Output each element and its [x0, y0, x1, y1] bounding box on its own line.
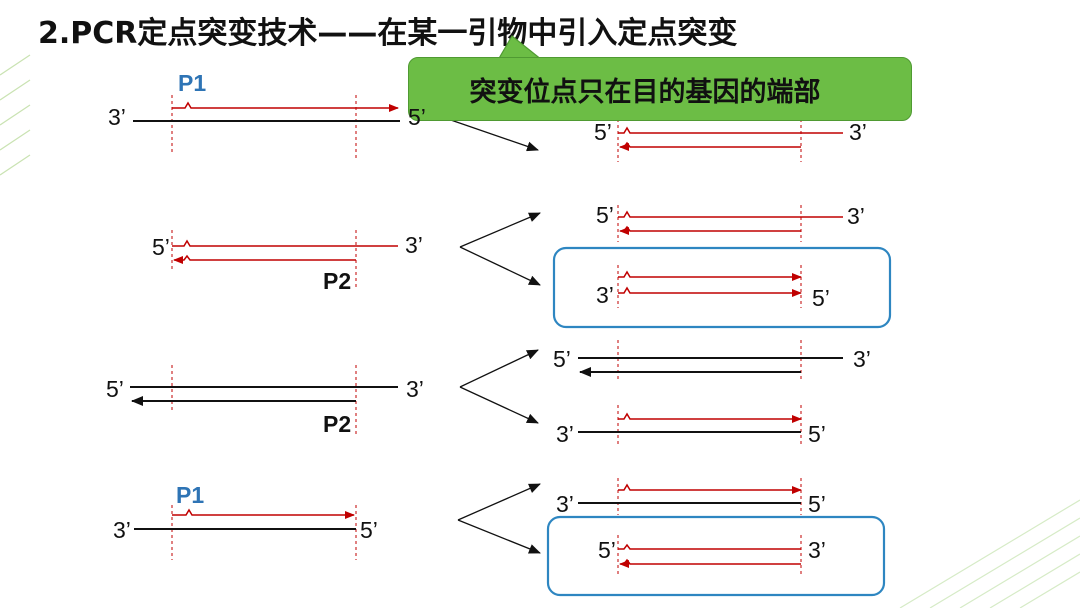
primer-p2-label: P2	[323, 268, 352, 294]
end-label-3prime: 3’	[596, 282, 614, 308]
end-label-5prime: 5’	[152, 234, 170, 260]
end-label-3prime: 3’	[849, 119, 867, 145]
primer-p1-extension	[172, 101, 399, 112]
decor-lines-left	[0, 54, 31, 176]
mutant-strand	[618, 286, 802, 297]
end-label-3prime: 3’	[556, 491, 574, 517]
mutant-strand	[618, 270, 802, 281]
highlight-box-mutant	[552, 246, 892, 329]
end-label-5prime: 5’	[812, 285, 830, 311]
product-strand-complement	[619, 225, 801, 235]
end-label-3prime: 3’	[108, 104, 126, 130]
product-strand	[618, 126, 843, 134]
end-label-3prime: 3’	[853, 346, 871, 372]
end-label-5prime: 5’	[408, 104, 426, 130]
branch-arrows	[444, 117, 541, 554]
primer-p2-label: P2	[323, 411, 352, 437]
slide-title: 2.PCR定点突变技术——在某一引物中引入定点突变	[38, 16, 738, 51]
end-label-3prime: 3’	[847, 203, 865, 229]
product-strand-complement	[619, 141, 801, 151]
mutant-strand	[618, 483, 802, 494]
end-label-5prime: 5’	[553, 346, 571, 372]
end-label-5prime: 5’	[106, 376, 124, 402]
product-strand	[618, 210, 843, 218]
end-label-5prime: 5’	[808, 421, 826, 447]
end-label-3prime: 3’	[406, 376, 424, 402]
highlight-box-mutant	[546, 515, 886, 597]
end-label-5prime: 5’	[360, 517, 378, 543]
callout-text: 突变位点只在目的基因的端部	[469, 76, 821, 108]
end-label-3prime: 3’	[808, 537, 826, 563]
end-label-5prime: 5’	[598, 537, 616, 563]
end-label-3prime: 3’	[113, 517, 131, 543]
end-label-3prime: 3’	[556, 421, 574, 447]
end-label-3prime: 3’	[405, 232, 423, 258]
end-label-5prime: 5’	[808, 491, 826, 517]
mutant-strand	[618, 543, 801, 550]
primer-p1-extension	[172, 508, 355, 519]
mutant-strand	[618, 412, 802, 423]
mutant-strand	[619, 558, 801, 568]
primer-p1-label: P1	[178, 70, 207, 96]
primer-p2-extension	[173, 254, 356, 264]
p1-product-strand	[172, 239, 398, 247]
decor-lines-right	[899, 499, 1080, 608]
end-label-5prime: 5’	[594, 119, 612, 145]
callout-box: 突变位点只在目的基因的端部	[408, 57, 912, 121]
primer-p1-label: P1	[176, 482, 205, 508]
end-label-5prime: 5’	[596, 202, 614, 228]
